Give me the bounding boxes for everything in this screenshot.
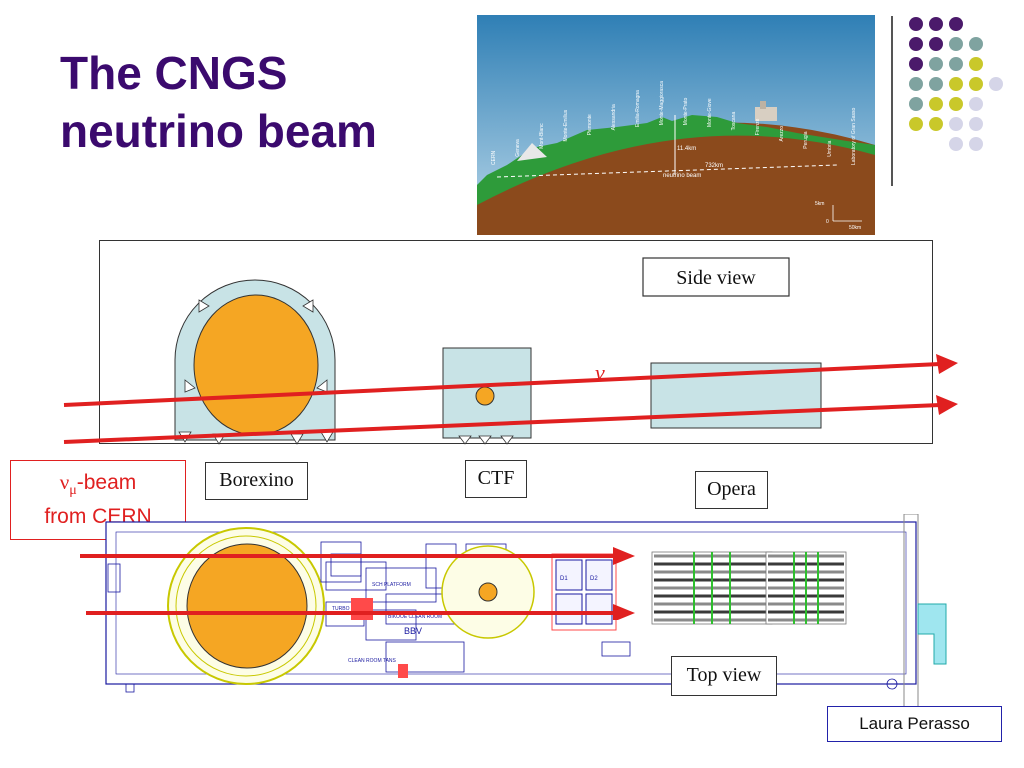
side-view-label-box (642, 257, 790, 297)
decor-dot (949, 37, 963, 51)
place-label: Toscana (731, 112, 737, 131)
place-label: Emilia-Romagna (635, 90, 641, 127)
beam-arrow-upper (63, 362, 941, 407)
decor-dot (989, 77, 1003, 91)
lab-structure (755, 101, 777, 121)
title-line-1: The CNGS (60, 47, 288, 99)
plan-text-d1: D1 (560, 576, 568, 582)
top-view-label: Top view (671, 656, 777, 696)
decor-dot (909, 57, 923, 71)
top-view-floorplan: BBV BIKOOE CLEAN ROOM CLEAN ROOM TANS SC… (105, 514, 947, 715)
decor-separator (891, 16, 893, 186)
beam-from-cern-label: νμ-beam from CERN (10, 460, 186, 540)
label-ctf: CTF (465, 460, 527, 498)
ctf-supports (458, 435, 514, 445)
distance-label: 732km (705, 163, 723, 169)
nu-symbol: ν (595, 360, 605, 385)
plan-text-bbv: BBV (404, 626, 422, 636)
beam-arrow-lower (63, 403, 941, 444)
place-label: Laboratory of Gran Sasso (851, 108, 857, 165)
neutrino-beam-path (496, 164, 838, 178)
decor-dot (929, 97, 943, 111)
place-label: Monte-Emilius (563, 109, 569, 141)
decor-dot (909, 37, 923, 51)
decor-dot (929, 37, 943, 51)
decor-dot (909, 17, 923, 31)
beam-label: neutrino beam (663, 173, 701, 179)
cngs-profile-map: CERN Geneva Mont-Blanc Monte-Emilius Piemont… (477, 15, 875, 235)
red-marker-bottom (398, 664, 408, 678)
place-label: Alessandria (611, 104, 617, 130)
place-label: Arezzo (779, 126, 785, 142)
beam-arrowhead-upper (936, 354, 958, 374)
decor-dot (909, 117, 923, 131)
scale-v-label: 5km (815, 201, 824, 207)
scale-h-label: 50km (849, 225, 861, 231)
plan-text-bikooe: BIKOOE CLEAN ROOM (388, 614, 442, 620)
decor-dot (929, 77, 943, 91)
place-label: Geneva (515, 139, 521, 157)
decor-dot (909, 77, 923, 91)
place-label: CERN (491, 150, 497, 165)
decor-dot (949, 97, 963, 111)
mountain-peak (517, 143, 547, 161)
place-label: Firenze (755, 118, 761, 135)
decor-dot-grid (909, 17, 1003, 151)
decor-dot (909, 97, 923, 111)
label-opera: Opera (695, 471, 768, 509)
decor-dot (949, 117, 963, 131)
decor-dot (969, 37, 983, 51)
scale-zero-label: 0 (826, 219, 829, 225)
place-labels: CERN Geneva Mont-Blanc Monte-Emilius Piemont… (491, 81, 857, 165)
opera-plan (651, 551, 847, 625)
decor-dot (949, 77, 963, 91)
decor-dot (969, 117, 983, 131)
top-view-beams (80, 547, 635, 620)
decor-dot (949, 137, 963, 151)
label-borexino: Borexino (205, 462, 308, 500)
side-view-beams (63, 354, 958, 444)
top-beam-arrowhead-upper (613, 547, 635, 565)
borexino-plan-core (186, 543, 308, 669)
decor-dot (929, 117, 943, 131)
title-line-2: neutrino beam (60, 105, 377, 157)
beam-suffix: -beam (76, 471, 137, 494)
decor-dot (949, 57, 963, 71)
decor-dot (969, 77, 983, 91)
decor-dot (929, 17, 943, 31)
decor-dot (969, 137, 983, 151)
place-label: Perugia (803, 131, 809, 148)
mu-subscript: μ (69, 483, 77, 499)
plan-text-d2: D2 (590, 576, 598, 582)
hall-inner (115, 531, 907, 675)
beam-label-line-1: νμ-beam (11, 469, 185, 504)
decor-dot (969, 57, 983, 71)
nu-glyph: ν (59, 470, 70, 494)
beam-arrowhead-lower (936, 395, 958, 415)
place-label: Monte-Giove (707, 98, 713, 127)
decor-dot (949, 17, 963, 31)
place-label: Piemonte (587, 114, 593, 135)
top-beam-arrowhead-lower (613, 604, 635, 620)
plan-details (107, 563, 898, 693)
plan-text-sch: SCH PLATFORM (372, 582, 411, 588)
ctf-plan-core (478, 582, 498, 602)
borexino-plan-ring-inner (175, 535, 317, 677)
place-label: Monte-Maggiorasca (659, 81, 665, 125)
place-label: Monte-Prato (683, 97, 689, 125)
side-view-label: Side view (676, 267, 756, 289)
decor-dot (969, 97, 983, 111)
place-label: Umbria (827, 140, 833, 156)
decor-dot (929, 57, 943, 71)
author-label: Laura Perasso (827, 706, 1002, 742)
plan-text-cleanroom: CLEAN ROOM TANS (348, 658, 397, 664)
page-title: The CNGS neutrino beam (60, 44, 480, 160)
plan-text-turbo: TURBO (332, 606, 350, 612)
cyan-stair (917, 603, 947, 665)
surface-green (477, 115, 875, 205)
depth-label: 11.4km (677, 146, 696, 152)
d-cells (551, 553, 617, 631)
place-label: Mont-Blanc (539, 123, 545, 149)
